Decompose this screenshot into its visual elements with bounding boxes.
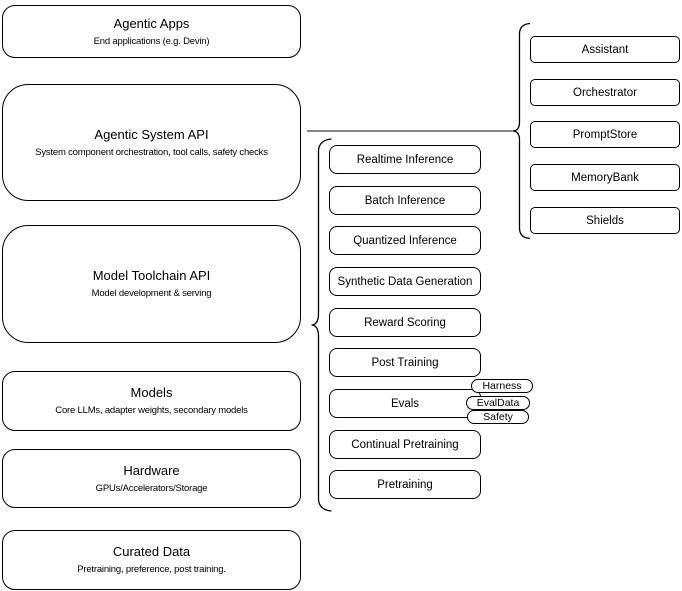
layer-subtitle: GPUs/Accelerators/Storage (95, 482, 208, 494)
layer-title: Curated Data (112, 544, 191, 560)
toolchain-component-box: Pretraining (329, 470, 481, 499)
system-component-box: Orchestrator (530, 79, 680, 106)
layer-subtitle: Core LLMs, adapter weights, secondary mo… (55, 405, 248, 417)
layer-title: Agentic System API (94, 126, 209, 142)
toolchain-component-box: Realtime Inference (329, 145, 481, 174)
system-components-brace (512, 22, 531, 240)
layer-subtitle: Model development & serving (91, 288, 212, 300)
evals-attachment-pill: EvalData (466, 396, 530, 410)
evals-attachment-pill: Harness (471, 379, 533, 393)
layer-subtitle: System component orchestration, tool cal… (35, 146, 268, 158)
toolchain-component-box: Continual Pretraining (329, 430, 481, 459)
stack-layer-box: Hardware GPUs/Accelerators/Storage (2, 449, 301, 508)
stack-layer-box: Model Toolchain API Model development & … (2, 225, 301, 343)
system-component-box: PromptStore (530, 121, 680, 148)
toolchain-brace (311, 138, 332, 512)
layer-title: Models (130, 385, 173, 401)
toolchain-component-box: Batch Inference (329, 186, 481, 215)
toolchain-component-box: Evals (329, 389, 481, 418)
layer-title: Agentic Apps (113, 15, 190, 31)
stack-layer-box: Models Core LLMs, adapter weights, secon… (2, 371, 301, 431)
layer-subtitle: Pretraining, preference, post training. (77, 564, 226, 576)
system-component-box: Shields (530, 207, 680, 234)
stack-layer-box: Agentic System API System component orch… (2, 84, 301, 201)
stack-layer-box: Agentic Apps End applications (e.g. Devi… (2, 5, 301, 58)
layer-subtitle: End applications (e.g. Devin) (93, 35, 210, 47)
toolchain-component-box: Quantized Inference (329, 226, 481, 255)
system-component-box: MemoryBank (530, 164, 680, 191)
toolchain-component-box: Reward Scoring (329, 308, 481, 337)
evals-attachment-pill: Safety (467, 410, 529, 424)
system-component-box: Assistant (530, 36, 680, 63)
layer-title: Model Toolchain API (92, 268, 211, 284)
toolchain-component-box: Synthetic Data Generation (329, 267, 481, 296)
layer-title: Hardware (123, 462, 180, 478)
toolchain-component-box: Post Training (329, 348, 481, 377)
stack-layer-box: Curated Data Pretraining, preference, po… (2, 530, 301, 590)
